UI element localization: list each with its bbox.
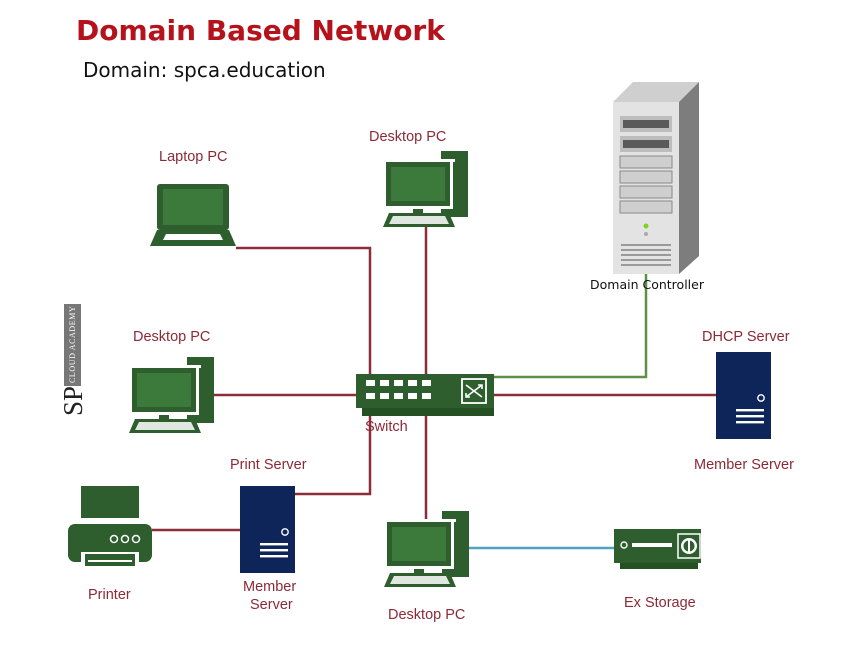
logo-initials: SP [58, 386, 88, 416]
dhcp-server-label: DHCP Server [702, 329, 790, 345]
print-member-server-label: Server [250, 597, 293, 613]
desktop-pc-top-icon[interactable] [383, 151, 468, 227]
network-switch-icon[interactable] [356, 374, 494, 416]
ex-storage-label: Ex Storage [624, 595, 696, 611]
dhcp-member-server-label: Member Server [694, 457, 794, 473]
desktop-bottom-label: Desktop PC [388, 607, 465, 623]
storage-icon[interactable] [614, 529, 701, 569]
printer-icon[interactable] [68, 486, 152, 566]
link-laptop-switch [236, 246, 372, 378]
domain-controller-label: Domain Controller [590, 277, 705, 292]
print-server-icon[interactable] [240, 486, 295, 573]
printer-label: Printer [88, 587, 131, 603]
desktop-left-label: Desktop PC [133, 329, 210, 345]
print-server-label: Print Server [230, 457, 307, 473]
network-links [152, 226, 716, 550]
laptop-icon[interactable] [150, 184, 236, 246]
dhcp-server-icon[interactable] [716, 352, 771, 439]
sp-cloud-academy-logo: CLOUD ACADEMY SP [58, 304, 88, 416]
logo-tagline: CLOUD ACADEMY [68, 306, 77, 383]
domain-subtitle: Domain: spca.education [83, 58, 326, 82]
link-switch-domain-controller [494, 272, 648, 379]
link-switch-print-server [295, 410, 372, 496]
tower-server-icon[interactable] [613, 82, 699, 274]
print-member-label: Member [243, 579, 296, 595]
desktop-pc-left-icon[interactable] [129, 357, 214, 433]
laptop-label: Laptop PC [159, 149, 228, 165]
switch-label: Switch [365, 419, 408, 435]
desktop-top-label: Desktop PC [369, 129, 446, 145]
desktop-pc-bottom-icon[interactable] [384, 511, 469, 587]
page-title: Domain Based Network [76, 14, 446, 47]
